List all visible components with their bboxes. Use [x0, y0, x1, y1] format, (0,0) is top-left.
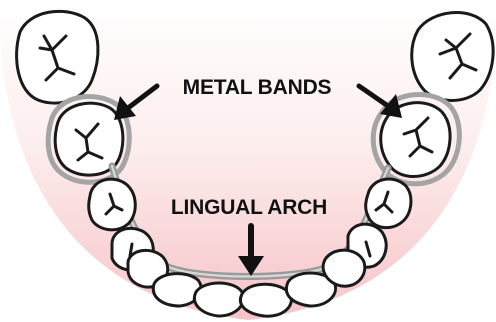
- tooth-left-back-molar: [17, 11, 98, 103]
- tooth-left-premolar-1: [89, 179, 136, 230]
- tooth-right-premolar-1: [366, 179, 411, 228]
- label-lingual-arch: LINGUAL ARCH: [171, 196, 327, 219]
- tooth-right-back-molar: [412, 13, 493, 101]
- tooth-right-central-incisor: [240, 284, 291, 316]
- tooth-right-canine: [323, 250, 365, 286]
- tooth-left-central-incisor: [194, 283, 243, 316]
- label-metal-bands: METAL BANDS: [183, 76, 332, 99]
